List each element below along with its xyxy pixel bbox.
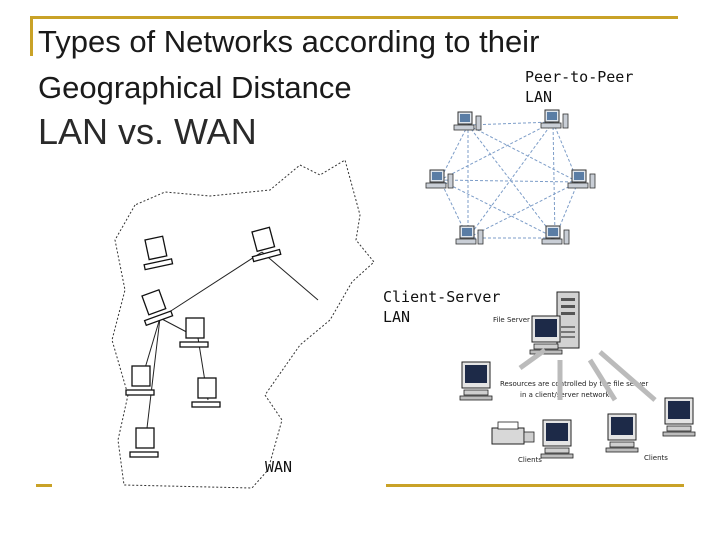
clients-label-right: Clients <box>644 454 668 462</box>
file-server-monitor <box>529 315 563 355</box>
peer-links <box>439 119 579 241</box>
client-server-label-line1: Client-Server <box>383 288 501 306</box>
client-computer-right <box>605 413 639 453</box>
client-computer-mid <box>540 419 574 459</box>
frame-left-line <box>30 16 33 56</box>
slide-title-line1: Types of Networks according to their <box>38 24 540 59</box>
clients-label-left: Clients <box>518 456 542 464</box>
slide-subtitle: LAN vs. WAN <box>38 111 257 152</box>
printer-icon <box>491 421 535 445</box>
resources-note-line2: in a client/server network. <box>520 391 612 399</box>
file-server-label: File Server <box>493 316 530 324</box>
file-server-tower <box>556 291 580 349</box>
frame-bottom-line-left <box>36 484 52 487</box>
client-computer-left <box>459 361 493 401</box>
wan-links <box>139 251 319 446</box>
server-arrows <box>518 347 657 402</box>
peer-to-peer-label-line1: Peer-to-Peer <box>525 68 634 86</box>
client-server-label-line2: LAN <box>383 308 411 326</box>
wan-region-outline <box>111 159 375 489</box>
wan-label: WAN <box>265 458 293 476</box>
frame-top-line <box>30 16 678 19</box>
slide-title-line2: Geographical Distance <box>38 70 352 105</box>
frame-bottom-line-right <box>386 484 684 487</box>
client-computer-far-right <box>662 397 696 437</box>
peer-to-peer-label-line2: LAN <box>525 88 553 106</box>
resources-note-line1: Resources are controlled by the file ser… <box>500 380 649 388</box>
